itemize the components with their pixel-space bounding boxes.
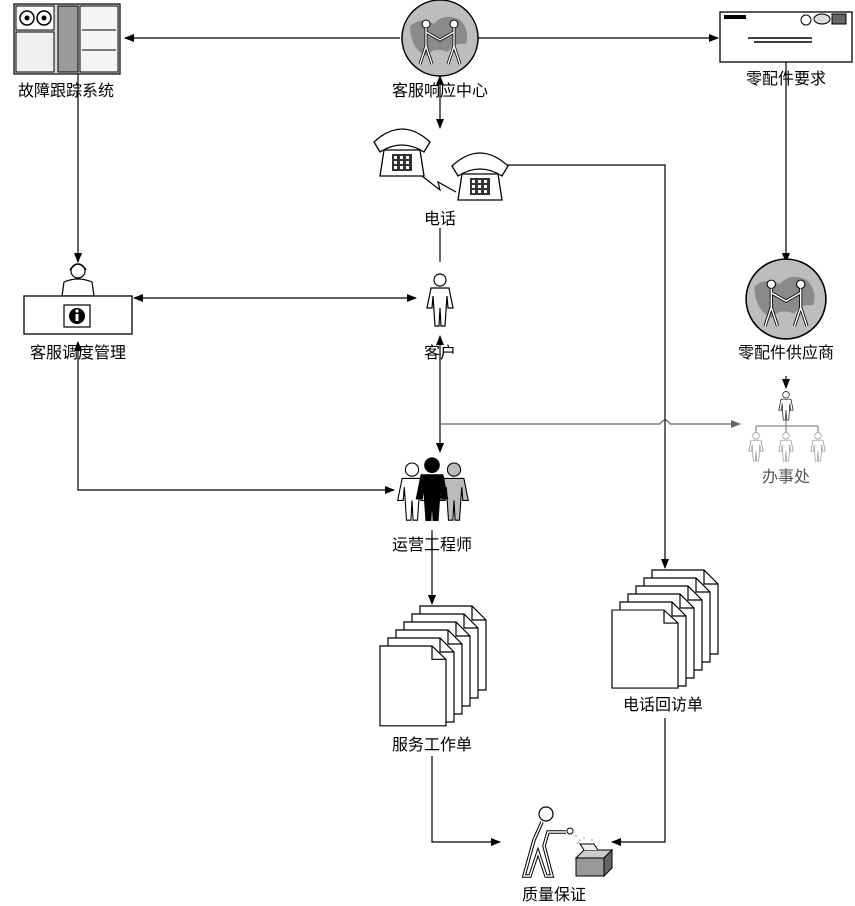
parts-supplier-label: 零配件供应商 [738, 343, 834, 362]
node-engineers[interactable]: 运营工程师 [392, 457, 472, 554]
node-fault-tracking[interactable]: 故障跟踪系统 [13, 3, 121, 100]
document-stack-icon [611, 569, 719, 689]
globe-handshake-icon [400, 0, 480, 78]
service-center-label: 客服响应中心 [392, 81, 488, 100]
node-quality[interactable]: 质量保证 [521, 806, 614, 904]
people-group-icon [397, 457, 469, 522]
telephone-pair-icon [373, 128, 509, 201]
node-parts-request[interactable]: 零配件要求 [719, 11, 853, 88]
help-desk-icon [23, 263, 133, 335]
quality-label: 质量保证 [522, 885, 586, 904]
document-stack-icon [379, 605, 487, 727]
connectors [74, 34, 790, 846]
globe-handshake-icon [744, 257, 828, 341]
edge-callback-to-quality [611, 718, 666, 846]
fault-tracking-label: 故障跟踪系统 [18, 81, 114, 100]
node-service-center[interactable]: 客服响应中心 [392, 0, 488, 100]
office-label: 办事处 [762, 467, 810, 486]
org-chart-icon [748, 391, 826, 462]
edge-phone-to-callback [506, 164, 669, 569]
engineers-label: 运营工程师 [392, 535, 472, 554]
edge-customer-to-office [440, 419, 741, 428]
dispatch-label: 客服调度管理 [30, 343, 126, 362]
customer-label: 客户 [424, 343, 456, 362]
node-customer[interactable]: 客户 [424, 273, 456, 362]
callback-form-label: 电话回访单 [623, 695, 703, 714]
node-dispatch[interactable]: 客服调度管理 [23, 263, 133, 362]
node-office[interactable]: 办事处 [748, 391, 826, 487]
inspector-box-icon [521, 806, 614, 878]
edge-workorder-to-quality [431, 756, 501, 846]
server-rack-icon [13, 3, 121, 75]
node-phone[interactable]: 电话 [373, 128, 509, 228]
work-order-label: 服务工作单 [392, 735, 472, 754]
parts-request-label: 零配件要求 [746, 69, 826, 88]
person-icon [426, 273, 454, 327]
phone-label: 电话 [424, 209, 456, 228]
node-parts-supplier[interactable]: 零配件供应商 [738, 257, 834, 362]
printer-device-icon [719, 11, 853, 63]
node-callback-form[interactable]: 电话回访单 [611, 569, 719, 714]
edge-dispatch-engineers [74, 341, 395, 494]
node-work-order[interactable]: 服务工作单 [379, 605, 487, 754]
